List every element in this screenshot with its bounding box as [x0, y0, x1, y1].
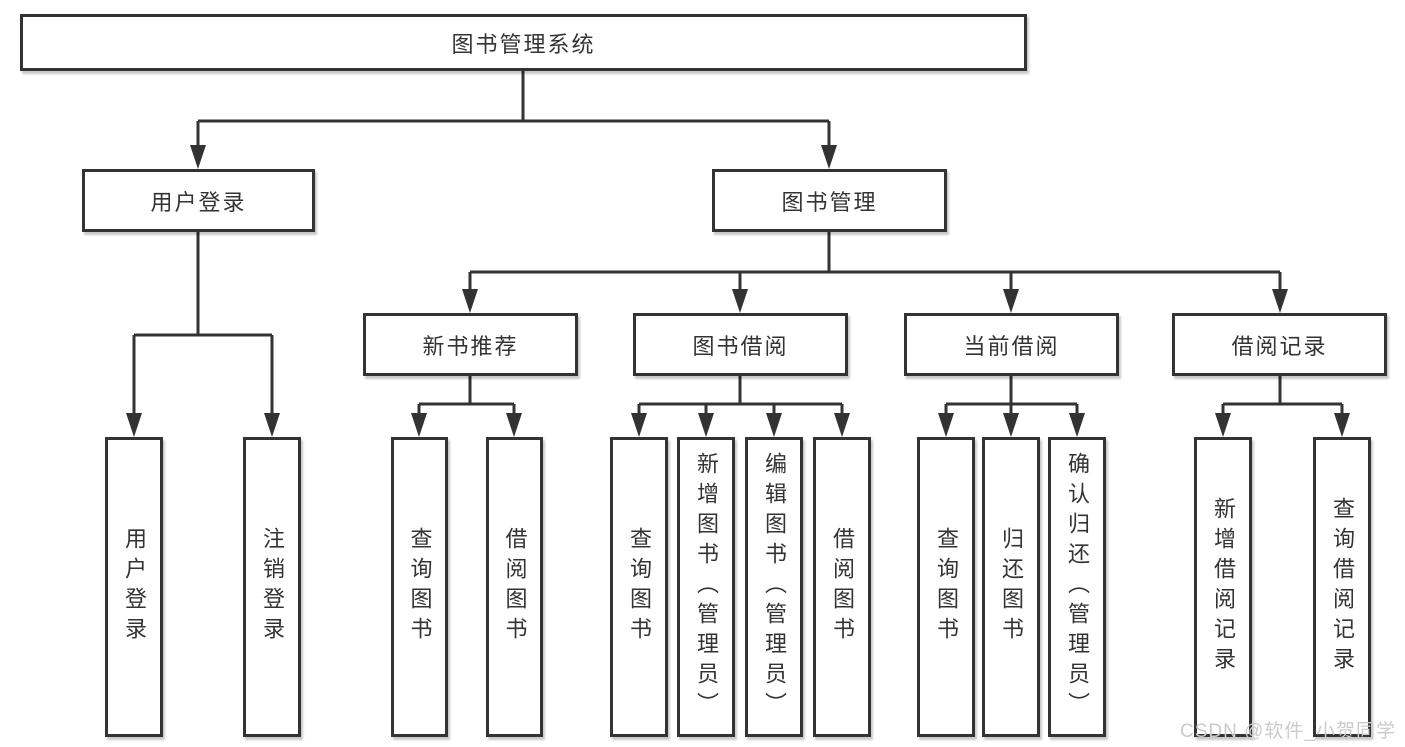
leaf-query-books-current: 查询图书 — [917, 437, 975, 737]
leaf-user-login: 用户登录 — [105, 437, 163, 737]
node-book-borrowing: 图书借阅 — [633, 313, 848, 376]
node-library-management-system: 图书管理系统 — [20, 14, 1027, 71]
leaf-query-books-borrowing: 查询图书 — [610, 437, 668, 737]
leaf-confirm-return-admin: 确认归还（管理员） — [1048, 437, 1106, 737]
leaf-borrow-books: 借阅图书 — [813, 437, 871, 737]
leaf-add-borrow-record: 新增借阅记录 — [1194, 437, 1252, 737]
node-user-login: 用户登录 — [82, 169, 315, 232]
leaf-edit-books-admin: 编辑图书（管理员） — [745, 437, 803, 737]
leaf-borrow-books-recommend: 借阅图书 — [486, 437, 543, 737]
leaf-add-books-admin: 新增图书（管理员） — [677, 437, 735, 737]
csdn-watermark: CSDN @软件_小贺同学 — [1180, 721, 1396, 742]
leaf-logout: 注销登录 — [243, 437, 301, 737]
leaf-query-books-recommend: 查询图书 — [391, 437, 448, 737]
node-current-borrowing: 当前借阅 — [904, 313, 1119, 376]
arrowheads — [126, 145, 1350, 437]
node-book-management: 图书管理 — [712, 169, 947, 232]
leaf-return-books: 归还图书 — [982, 437, 1040, 737]
node-new-book-recommendation: 新书推荐 — [363, 313, 578, 376]
leaf-query-borrow-record: 查询借阅记录 — [1313, 437, 1371, 737]
node-borrowing-records: 借阅记录 — [1172, 313, 1387, 376]
